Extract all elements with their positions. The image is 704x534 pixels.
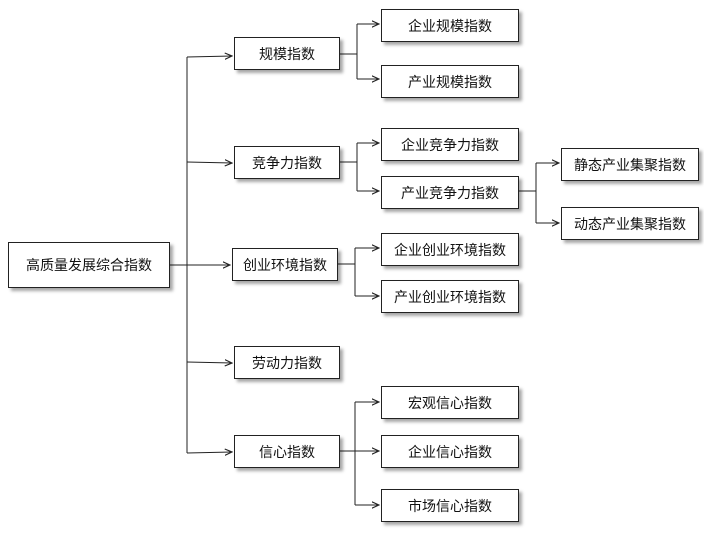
node-industry-scale-index: 产业规模指数 xyxy=(381,65,519,98)
arrow-to-confidence xyxy=(186,452,232,453)
arrow-to-competitiveness xyxy=(186,162,232,163)
node-confidence-index: 信心指数 xyxy=(234,435,340,468)
node-enterprise-confidence-index: 企业信心指数 xyxy=(381,435,519,468)
node-enterprise-entrepreneurship-index: 企业创业环境指数 xyxy=(381,233,519,266)
node-dynamic-cluster-index: 动态产业集聚指数 xyxy=(561,207,699,240)
node-static-cluster-index: 静态产业集聚指数 xyxy=(561,148,699,181)
node-entrepreneurship-index: 创业环境指数 xyxy=(232,248,338,281)
node-enterprise-scale-index: 企业规模指数 xyxy=(381,9,519,42)
node-competitiveness-index: 竞争力指数 xyxy=(234,146,340,179)
node-market-confidence-index: 市场信心指数 xyxy=(381,489,519,522)
root-node: 高质量发展综合指数 xyxy=(8,242,170,288)
node-macro-confidence-index: 宏观信心指数 xyxy=(381,386,519,419)
arrow-to-labor xyxy=(186,362,232,363)
node-industry-competitiveness-index: 产业竞争力指数 xyxy=(381,176,519,209)
node-industry-entrepreneurship-index: 产业创业环境指数 xyxy=(381,280,519,313)
node-enterprise-competitiveness-index: 企业竞争力指数 xyxy=(381,128,519,161)
node-labor-index: 劳动力指数 xyxy=(234,346,340,379)
node-scale-index: 规模指数 xyxy=(234,37,340,70)
arrow-to-scale xyxy=(186,56,232,57)
